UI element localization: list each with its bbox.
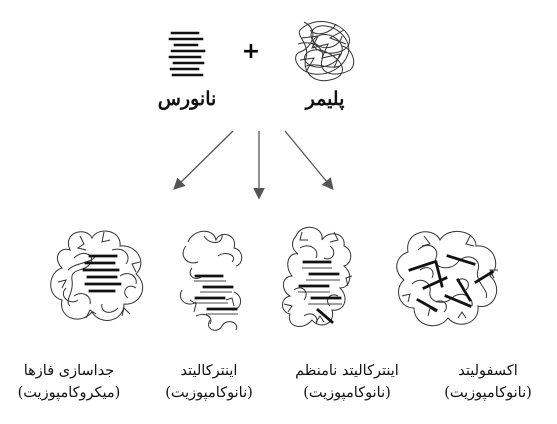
nanoclay-stack-icon <box>168 31 206 77</box>
process-arrows <box>173 130 334 200</box>
exfoliated-structure <box>396 231 498 327</box>
product-title: اینترکالیتد نامنظم <box>295 363 399 379</box>
nanoclay-label: نانورس <box>157 88 217 110</box>
arrow-to-exfoliated <box>284 130 334 191</box>
disordered-intercalated-structure <box>282 226 353 328</box>
intercalated-structure <box>180 230 243 331</box>
product-label-exfoliated: اکسفولیتد (نانوکامپوزیت) <box>424 360 552 404</box>
product-label-phase-separated: جداسازی فازها (میکروکامپوزیت) <box>4 360 134 404</box>
product-label-intercalated: اینترکالیتد (نانوکامپوزیت) <box>148 360 270 404</box>
product-title: جداسازی فازها <box>23 363 115 379</box>
product-subtitle: (نانوکامپوزیت) <box>444 385 532 401</box>
polymer-label: پلیمر <box>305 88 345 110</box>
product-title: اینترکالیتد <box>180 363 238 379</box>
polymer-coil-icon <box>295 21 355 82</box>
product-subtitle: (میکروکامپوزیت) <box>17 385 121 401</box>
product-label-disordered-intercalated: اینترکالیتد نامنظم (نانوکامپوزیت) <box>276 360 418 404</box>
phase-separated-structure <box>50 230 144 321</box>
arrow-to-intercalated <box>173 130 234 190</box>
product-title: اکسفولیتد <box>458 363 518 379</box>
product-subtitle: (نانوکامپوزیت) <box>303 385 391 401</box>
plus-sign: + <box>242 39 260 64</box>
product-subtitle: (نانوکامپوزیت) <box>165 385 253 401</box>
